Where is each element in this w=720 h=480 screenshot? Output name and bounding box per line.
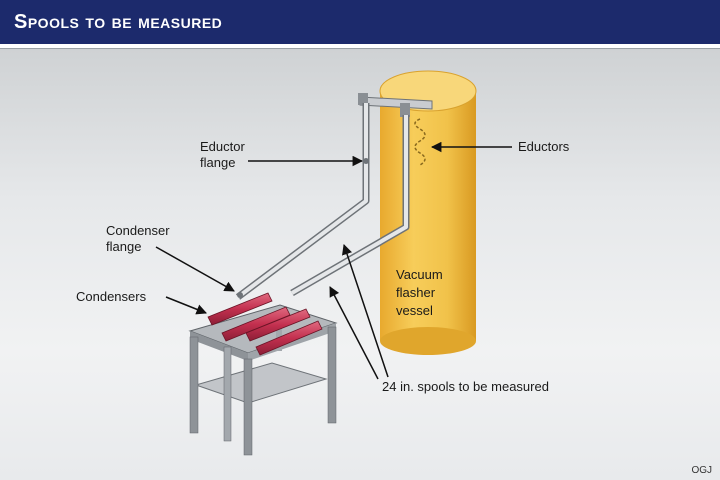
- eductors-marker: [414, 118, 426, 166]
- eductor-flange-label-line1: Eductor: [200, 139, 245, 154]
- title-bar: Spools to be measured: [0, 0, 720, 44]
- page-title: Spools to be measured: [14, 11, 223, 33]
- condensers-leader: [165, 296, 207, 315]
- vessel-label-line3: vessel: [396, 303, 433, 318]
- spools-leader-1: [342, 244, 389, 378]
- eductor-flange: [363, 158, 369, 164]
- source-credit: OGJ: [691, 465, 712, 476]
- eductor-flange-label-line2: flange: [200, 155, 235, 170]
- condenser-flange-label-line2: flange: [106, 239, 141, 254]
- condensers-label: Condensers: [76, 289, 147, 304]
- vessel-label-line2: flasher: [396, 285, 436, 300]
- condenser-flange: [237, 292, 243, 298]
- condensers: [207, 292, 323, 356]
- diagram-panel: Eductor flange Eductors Condenser flange…: [0, 48, 720, 480]
- pipe-header: [358, 93, 433, 117]
- process-diagram: Eductor flange Eductors Condenser flange…: [76, 70, 570, 456]
- condenser-flange-leader: [155, 246, 235, 292]
- vessel-label-line1: Vacuum: [396, 267, 443, 282]
- spools-leader-2: [329, 286, 379, 380]
- condenser-flange-label-line1: Condenser: [106, 223, 170, 238]
- spools-label: 24 in. spools to be measured: [382, 379, 549, 394]
- spool-pipe-1: [235, 103, 370, 300]
- eductors-label: Eductors: [518, 139, 570, 154]
- title-divider: [0, 44, 720, 48]
